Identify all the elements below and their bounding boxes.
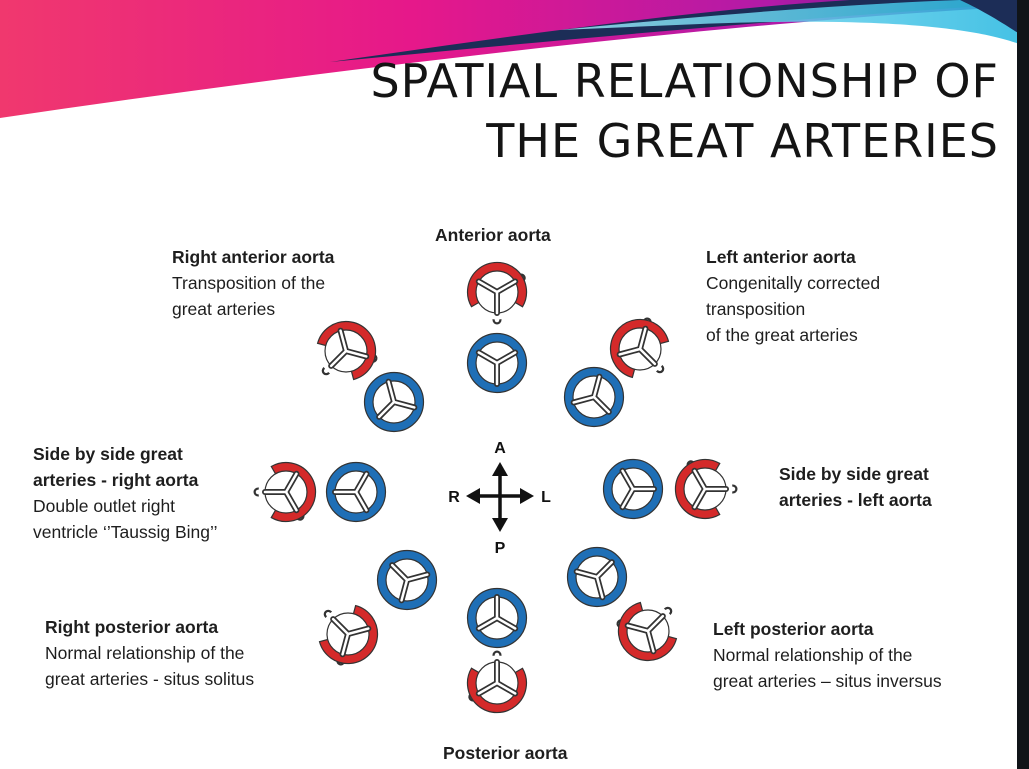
compass-label-left: L xyxy=(541,489,551,506)
aortic-valve-icon xyxy=(307,593,389,675)
aortic-valve-icon xyxy=(258,463,316,522)
label-line: Normal relationship of the xyxy=(713,645,913,665)
label-line: great arteries xyxy=(172,299,276,319)
pulmonary-valve-icon xyxy=(555,535,638,618)
compass-label-anterior: A xyxy=(494,440,506,457)
label-posterior-aorta: Posterior aorta xyxy=(443,740,567,766)
label-heading: Right anterior aorta xyxy=(172,247,335,267)
label-side-by-side-left-aorta: Side by side great arteries - left aorta xyxy=(779,461,932,513)
aortic-valve-icon xyxy=(675,459,733,518)
label-heading: arteries - right aorta xyxy=(33,470,199,490)
aortic-valve-icon xyxy=(467,655,526,713)
label-line: transposition xyxy=(706,299,806,319)
label-side-by-side-right-aorta: Side by side great arteries - right aort… xyxy=(33,441,218,545)
label-heading: Left anterior aorta xyxy=(706,247,856,267)
label-right-posterior-aorta: Right posterior aorta Normal relationshi… xyxy=(45,614,254,692)
aortic-valve-icon xyxy=(606,590,688,672)
label-heading: Posterior aorta xyxy=(443,743,568,763)
compass-arrows-icon xyxy=(466,462,534,532)
pulmonary-valve-icon xyxy=(604,460,663,519)
label-line: Transposition of the xyxy=(172,273,326,293)
pulmonary-valve-icon xyxy=(327,463,386,522)
label-heading: Side by side great xyxy=(33,444,183,464)
label-left-anterior-aorta: Left anterior aorta Congenitally correct… xyxy=(706,244,880,348)
label-right-anterior-aorta: Right anterior aorta Transposition of th… xyxy=(172,244,334,322)
label-anterior-aorta: Anterior aorta xyxy=(435,222,551,248)
label-line: Double outlet right xyxy=(33,496,176,516)
compass-label-posterior: P xyxy=(495,540,506,557)
label-heading: Left posterior aorta xyxy=(713,619,874,639)
label-heading: Anterior aorta xyxy=(435,225,551,245)
pulmonary-valve-icon xyxy=(468,589,527,648)
slide-title-line-2: THE GREAT ARTERIES xyxy=(486,114,999,168)
label-line: great arteries – situs inversus xyxy=(713,671,942,691)
label-line: of the great arteries xyxy=(706,325,858,345)
label-left-posterior-aorta: Left posterior aorta Normal relationship… xyxy=(713,616,942,694)
slide-title-line-1: SPATIAL RELATIONSHIP OF xyxy=(370,54,999,108)
label-line: Congenitally corrected xyxy=(706,273,881,293)
label-line: ventricle ‘’Taussig Bing’’ xyxy=(33,522,218,542)
label-heading: Side by side great xyxy=(779,464,929,484)
label-heading: arteries - left aorta xyxy=(779,490,932,510)
decorative-banner xyxy=(0,0,1029,118)
slide-edge xyxy=(1017,0,1029,769)
label-line: great arteries - situs solitus xyxy=(45,669,255,689)
compass-label-right: R xyxy=(448,489,460,506)
pulmonary-valve-icon xyxy=(468,334,527,393)
label-line: Normal relationship of the xyxy=(45,643,245,663)
pulmonary-valve-icon xyxy=(365,538,448,621)
label-heading: Right posterior aorta xyxy=(45,617,219,637)
aortic-valve-icon xyxy=(468,262,527,320)
